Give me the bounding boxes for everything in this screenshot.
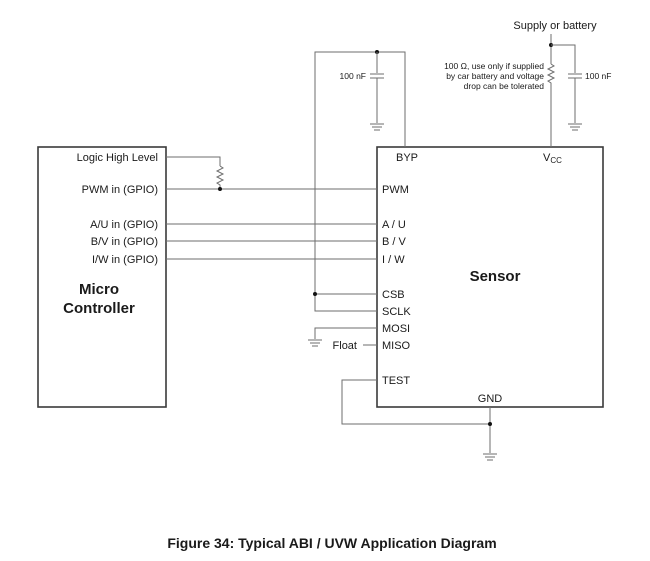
sensor-pin-bv: B / V [382,236,407,248]
vcc-resistor-note-1: 100 Ω, use only if supplied [444,61,544,71]
sensor-title: Sensor [470,268,521,285]
mcu-pin-pwm: PWM in (GPIO) [82,184,158,196]
wire-vcc-cap [551,44,576,73]
micro-controller-block [37,146,167,408]
ground-icon [370,123,384,131]
mcu-pin-bv: B/V in (GPIO) [91,236,158,248]
capacitor-icon [370,73,384,79]
mcu-pin-logic-high: Logic High Level [77,152,158,164]
mcu-pin-au: A/U in (GPIO) [90,219,158,231]
sensor-pin-byp: BYP [396,152,418,164]
ground-icon [308,339,322,347]
byp-cap-label: 100 nF [340,71,366,81]
vcc-cap-label: 100 nF [585,71,611,81]
junction-dot [313,292,317,296]
sensor-pin-csb: CSB [382,289,405,301]
sensor-pin-test: TEST [382,375,410,387]
junction-dot [218,187,222,191]
sensor-pin-pwm: PWM [382,184,409,196]
capacitor-icon [568,73,582,79]
vcc-resistor-icon [546,63,556,147]
pullup-resistor-icon [215,165,225,189]
figure-caption: Figure 34: Typical ABI / UVW Application… [167,535,496,551]
wire-test [341,379,490,425]
wire-byp-loop [314,51,406,312]
wire-logic-high [166,156,221,166]
sensor-pin-sclk: SCLK [382,306,411,318]
ground-icon [483,453,497,461]
miso-float-label: Float [333,340,357,352]
supply-label: Supply or battery [513,20,597,32]
sensor-pin-iw: I / W [382,254,405,266]
sensor-pin-mosi: MOSI [382,323,410,335]
sensor-pin-au: A / U [382,219,406,231]
sensor-block [376,146,604,408]
vcc-resistor-note-2: by car battery and voltage [446,71,544,81]
sensor-pin-vcc: VCC [543,152,562,165]
vcc-resistor-note-3: drop can be tolerated [464,81,545,91]
mcu-pin-iw: I/W in (GPIO) [92,254,158,266]
sensor-pin-miso: MISO [382,340,411,352]
wire-mosi [314,327,377,339]
junction-dot [488,422,492,426]
sensor-pin-gnd: GND [478,393,503,405]
micro-controller-title-2: Controller [63,300,135,317]
micro-controller-title-1: Micro [79,281,119,298]
ground-icon [568,123,582,131]
